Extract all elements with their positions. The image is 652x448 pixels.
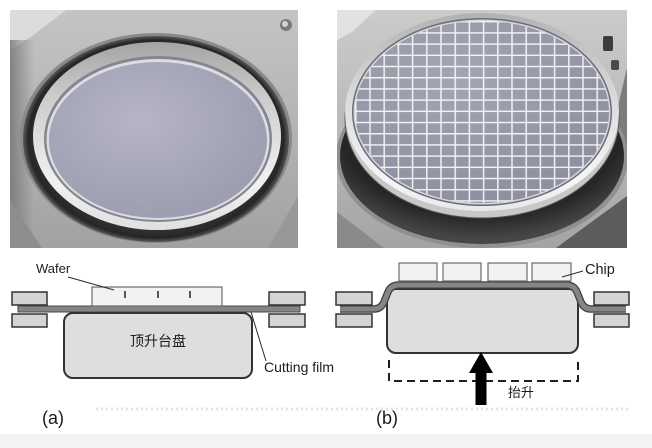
bolt-icon (280, 19, 292, 31)
photo-a-corner-shade (10, 200, 42, 248)
bottom-margin-band (0, 434, 652, 448)
clamp-left-top (335, 291, 373, 306)
clamp-right-top (593, 291, 630, 306)
lift-up-arrow-icon (469, 352, 493, 405)
film-leader-line (250, 311, 267, 362)
photo-b-corner-shade (556, 196, 627, 248)
chip (487, 262, 528, 282)
chip-label: Chip (585, 262, 615, 278)
clamp-left-bottom (11, 313, 48, 328)
clamp-right-bottom (268, 313, 306, 328)
wafer-leader-line (67, 276, 115, 291)
platen-label: 顶升台盘 (130, 333, 186, 349)
clamp-right-top (268, 291, 306, 306)
uncut-wafer (49, 62, 267, 218)
chip (442, 262, 482, 282)
wafer-label: Wafer (36, 261, 71, 276)
slot-icon (611, 60, 619, 70)
chip (398, 262, 438, 282)
diced-wafer-shading (355, 21, 609, 203)
lift-platen (63, 312, 253, 379)
clamp-left-top (11, 291, 48, 306)
chip-leader-line (561, 270, 584, 278)
clamp-right-bottom (593, 313, 630, 328)
photo-b-corner-shade (337, 212, 384, 248)
slot-icon (603, 36, 613, 51)
panel-label-a: (a) (42, 408, 64, 428)
photo-a-corner-shade (268, 196, 298, 248)
cutting-film (17, 305, 301, 313)
chip (531, 262, 572, 282)
wafer (91, 286, 223, 307)
photo-diced-wafer (337, 10, 627, 248)
lift-platen-raised (386, 288, 579, 354)
photo-uncut-wafer (10, 10, 298, 248)
photo-b-plate-highlight (337, 10, 376, 40)
cutting-film-stretched (340, 281, 626, 313)
film-label: Cutting film (264, 359, 334, 375)
diagram-b: Chip 抬升 (b) (335, 262, 630, 428)
panel-label-b: (b) (376, 408, 398, 428)
diagram-a: 顶升台盘 Wafer Cutting film (a) (11, 261, 334, 428)
lift-label: 抬升 (508, 385, 534, 400)
clamp-left-bottom (335, 313, 373, 328)
